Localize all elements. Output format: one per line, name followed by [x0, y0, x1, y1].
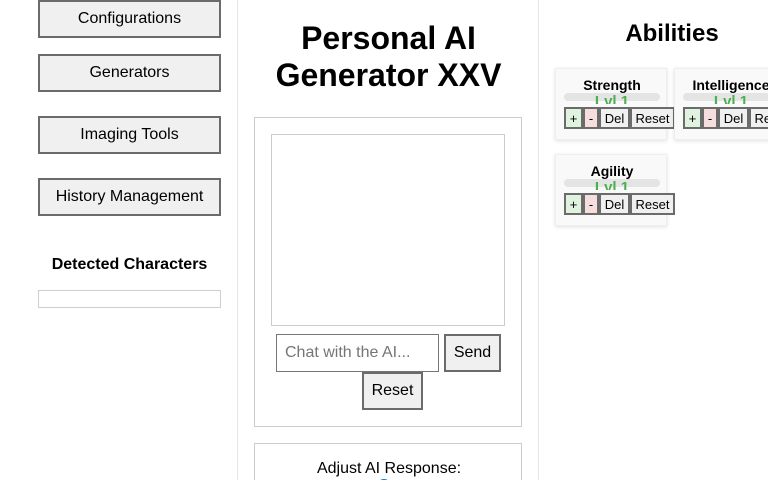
ability-name: Strength	[583, 77, 641, 93]
send-button[interactable]: Send	[444, 334, 501, 372]
ability-reset-button[interactable]: Reset	[630, 193, 675, 215]
ability-reset-button[interactable]: Reset	[749, 107, 768, 129]
ability-level: Lvl 1	[594, 94, 630, 104]
ability-decrease-button[interactable]: -	[702, 107, 718, 129]
ability-delete-button[interactable]: Del	[599, 107, 630, 129]
chat-input[interactable]	[276, 334, 439, 372]
ability-increase-button[interactable]: +	[564, 107, 583, 129]
page-title-line-2: Generator XXV	[275, 57, 502, 93]
ability-card-strength: Strength Lvl 1 + - Del Reset	[555, 68, 675, 140]
configurations-button[interactable]: Configurations	[38, 0, 221, 38]
generators-button[interactable]: Generators	[38, 54, 221, 92]
detected-characters-list[interactable]	[38, 290, 221, 308]
abilities-title: Abilities	[625, 20, 719, 47]
detected-characters-title: Detected Characters	[51, 256, 208, 273]
ability-card-agility: Agility Lvl 1 + - Del Reset	[555, 154, 675, 226]
ability-decrease-button[interactable]: -	[583, 193, 599, 215]
history-management-button[interactable]: History Management	[38, 178, 221, 216]
ability-delete-button[interactable]: Del	[599, 193, 630, 215]
page-title-line-1: Personal AI	[301, 20, 476, 56]
ability-name: Agility	[590, 163, 634, 179]
page-title: Personal AI Generator XXV	[238, 20, 539, 94]
ability-delete-button[interactable]: Del	[718, 107, 749, 129]
chat-panel: Send Reset	[254, 117, 522, 427]
main-panel: Personal AI Generator XXV Send Reset Adj…	[238, 0, 539, 480]
ability-increase-button[interactable]: +	[564, 193, 583, 215]
chat-log[interactable]	[271, 134, 505, 326]
chat-reset-button[interactable]: Reset	[362, 372, 423, 410]
ability-level: Lvl 1	[594, 180, 630, 190]
ability-level-bar	[564, 179, 660, 187]
sidebar: Configurations Generators Imaging Tools …	[0, 0, 238, 480]
ability-increase-button[interactable]: +	[683, 107, 702, 129]
ability-reset-button[interactable]: Reset	[630, 107, 675, 129]
ability-decrease-button[interactable]: -	[583, 107, 599, 129]
imaging-tools-button[interactable]: Imaging Tools	[38, 116, 221, 154]
ability-level-bar	[564, 93, 660, 101]
ability-level: Lvl 1	[713, 94, 749, 104]
adjust-response-label: Adjust AI Response:	[316, 460, 462, 477]
ability-card-intelligence: Intelligence Lvl 1 + - Del Reset	[674, 68, 768, 140]
ability-level-bar	[683, 93, 768, 101]
abilities-panel: Abilities Strength Lvl 1 + - Del Reset I…	[539, 0, 768, 480]
ability-name: Intelligence	[692, 77, 768, 93]
adjust-response-panel: Adjust AI Response:	[254, 443, 522, 480]
